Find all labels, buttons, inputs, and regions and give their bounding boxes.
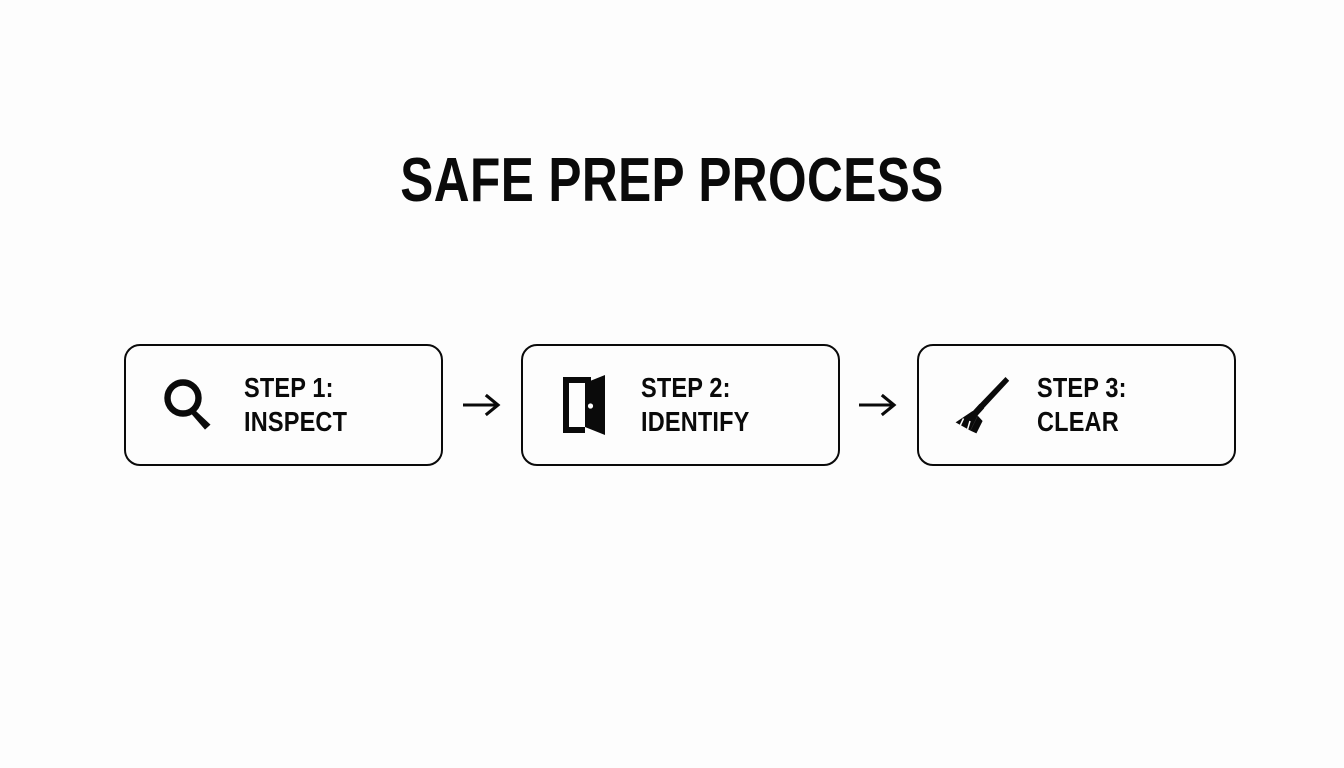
step-card-2[interactable]: STEP 2: IDENTIFY <box>520 344 840 466</box>
step-label-2: STEP 2: IDENTIFY <box>641 372 770 438</box>
step-card-1[interactable]: STEP 1: INSPECT <box>124 344 443 466</box>
step-card-3[interactable]: STEP 3: CLEAR <box>917 344 1236 466</box>
broom-icon <box>949 370 1015 440</box>
step-line-secondary: IDENTIFY <box>640 406 750 437</box>
arrow-right-icon <box>461 390 503 420</box>
open-door-icon <box>553 370 619 440</box>
arrow-right-icon <box>857 390 899 420</box>
step-line-secondary: CLEAR <box>1037 406 1119 437</box>
step-line-secondary: INSPECT <box>244 406 348 437</box>
process-flow: STEP 1: INSPECT <box>124 344 1236 466</box>
step-label-3: STEP 3: CLEAR <box>1037 372 1144 438</box>
step-label-1: STEP 1: INSPECT <box>244 372 367 438</box>
magnifying-glass-icon <box>156 370 222 440</box>
page-title: SAFE PREP PROCESS <box>400 146 944 215</box>
step-line-primary: STEP 1: <box>244 372 334 403</box>
step-line-primary: STEP 3: <box>1037 372 1127 403</box>
step-line-primary: STEP 2: <box>640 372 731 403</box>
